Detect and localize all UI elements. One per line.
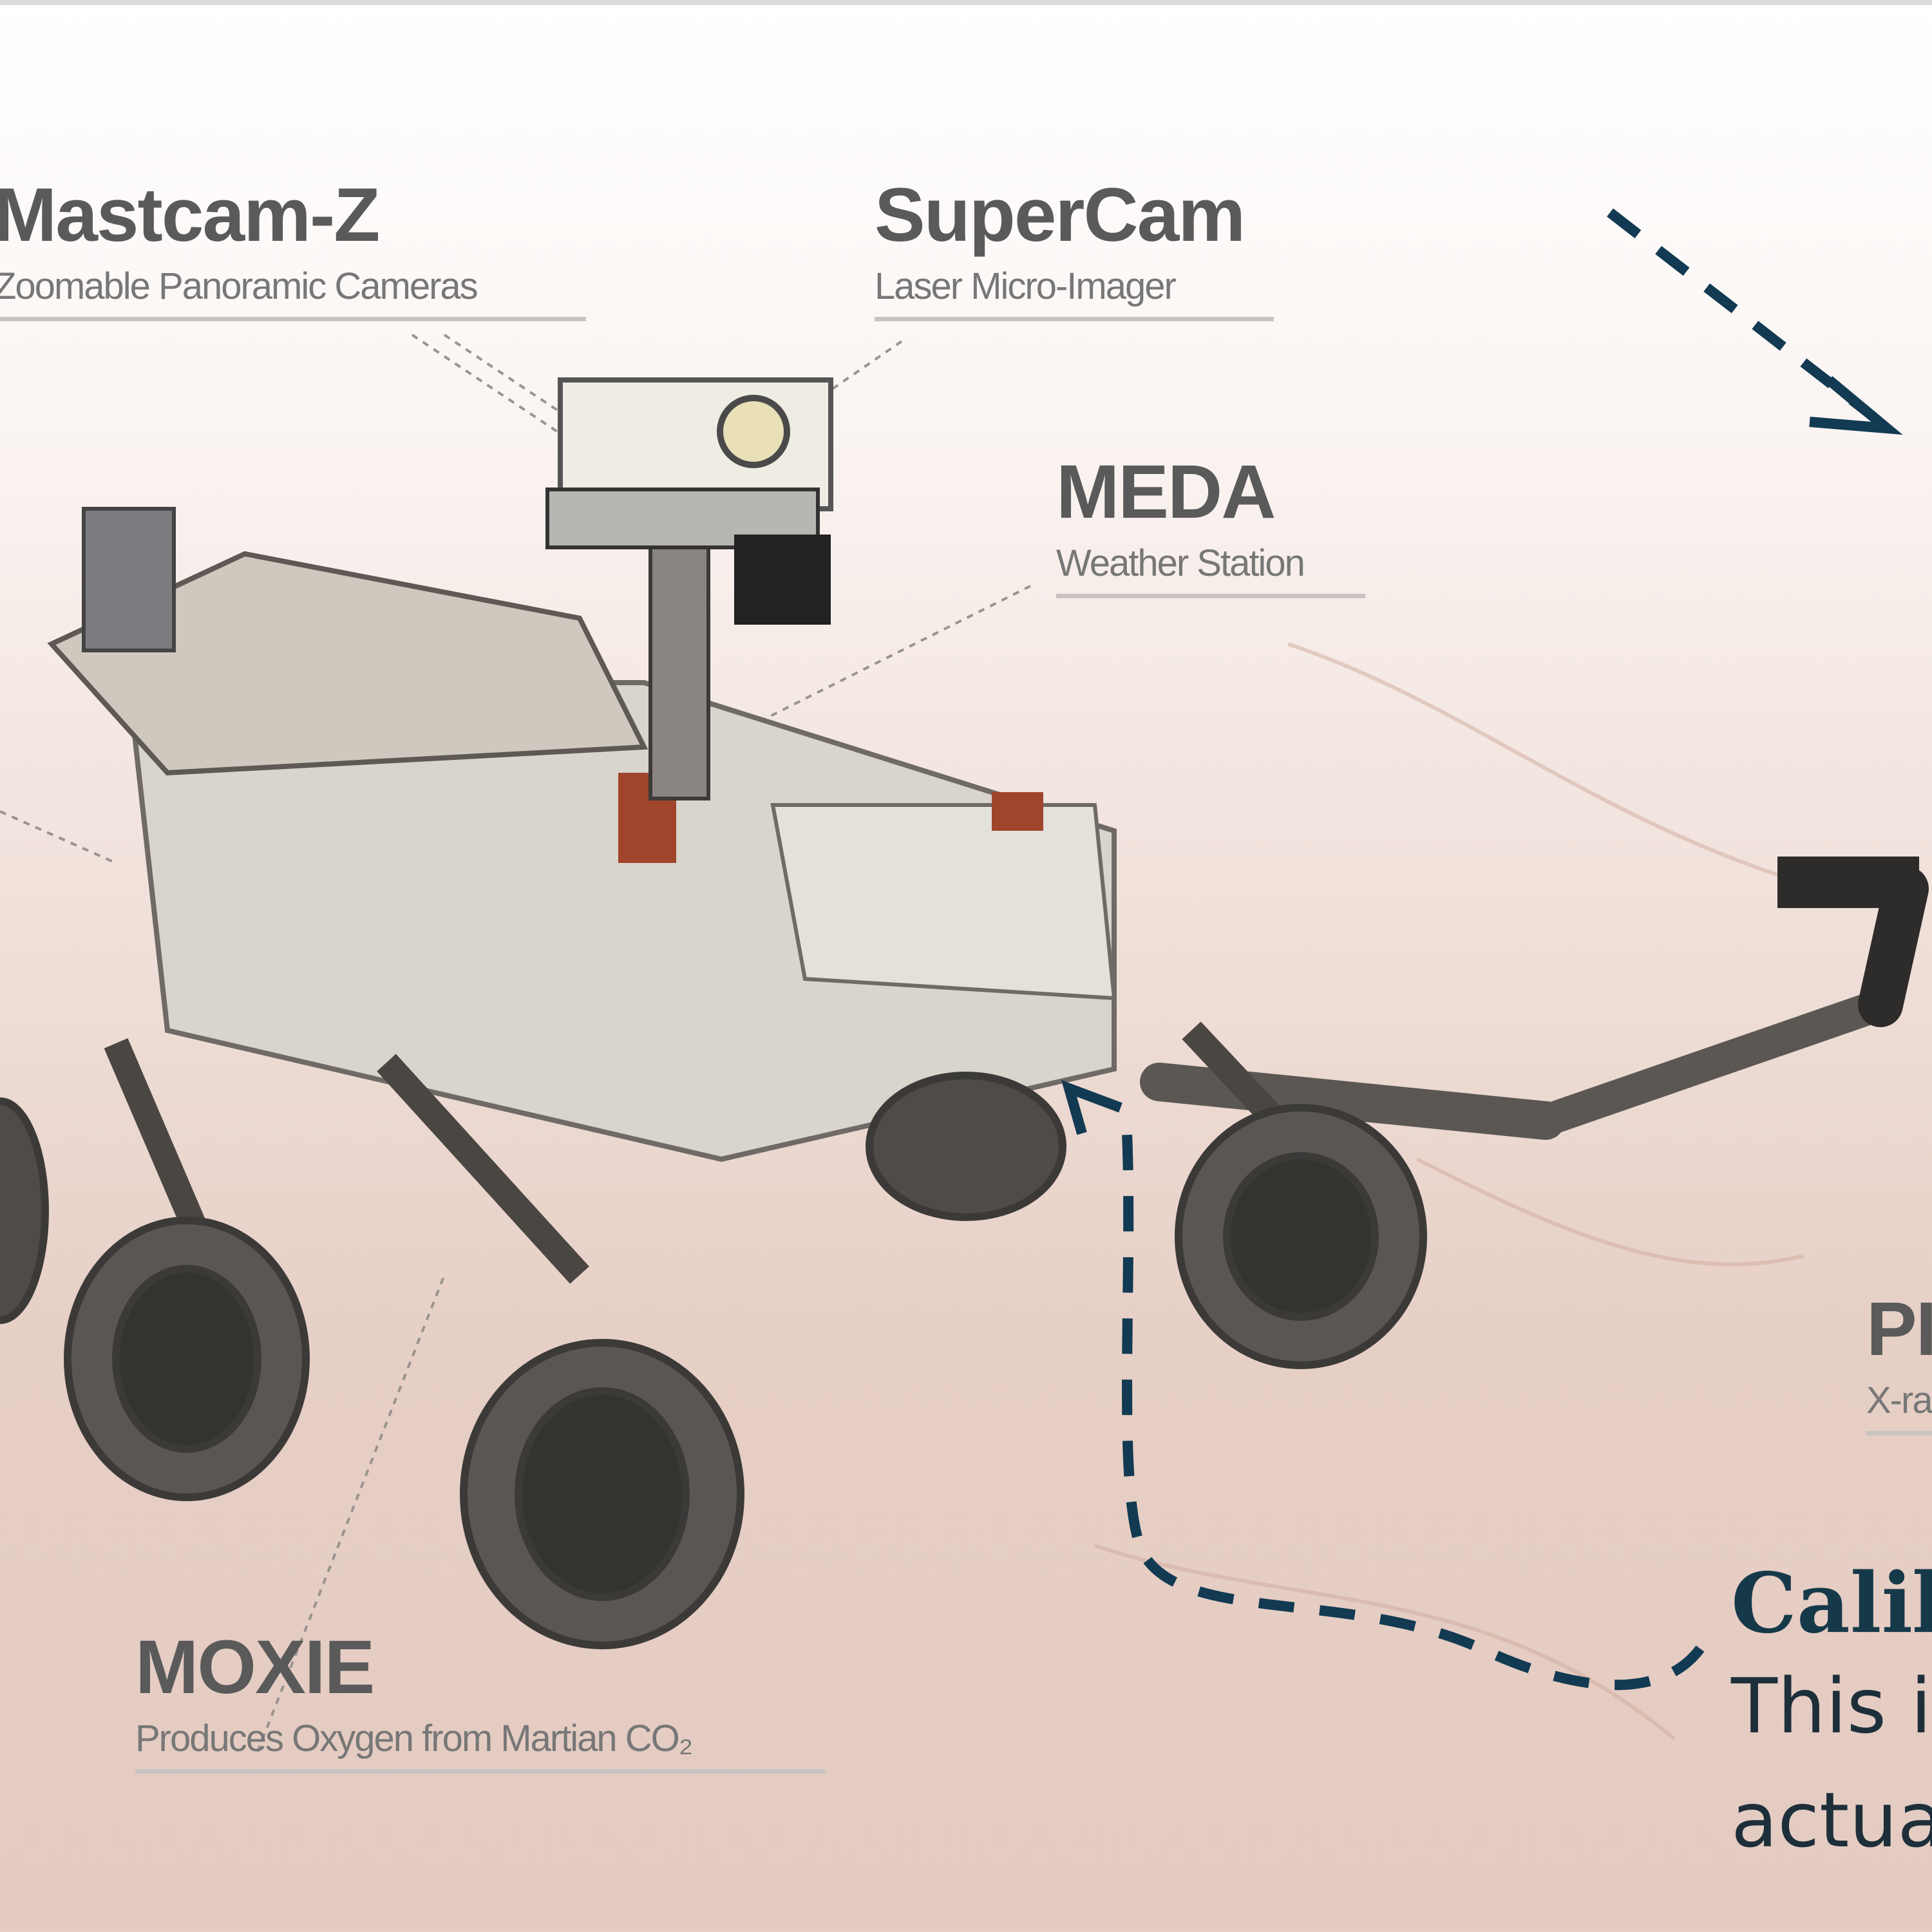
label-moxie: MOXIE Produces Oxygen from Martian CO₂ [135,1629,826,1774]
arrowhead-top-right [1809,375,1903,435]
label-title: MEDA [1056,450,1276,535]
label-subtitle: Weather Station [1056,542,1365,598]
callout-line-2: actual [1731,1775,1932,1864]
rover-wheels [0,1021,1427,1649]
label-title: Mastcam-Z [0,173,380,258]
label-supercam: SuperCam Laser Micro-Imager [875,177,1274,321]
rover-body [47,507,1117,1162]
dashed-arrow-top-right [1607,208,1871,417]
callout-line-1: This is [1731,1661,1932,1750]
label-title: PI [1866,1287,1932,1372]
terrain-texture [1094,642,1868,1741]
dashed-arrow-calibration [1122,1133,1705,1690]
rover-mast [545,377,833,800]
label-title: MOXIE [135,1625,375,1710]
label-meda: MEDA Weather Station [1056,454,1365,598]
label-mastcam-z: Mastcam-Z Zoomable Panoramic Cameras [0,177,586,321]
arrowhead-calibration [1061,1079,1122,1135]
label-subtitle: Zoomable Panoramic Cameras [0,265,586,321]
label-title: SuperCam [875,173,1245,258]
callout-heading: Calib [1731,1555,1932,1652]
calibration-callout: Calib This is actual [1731,1558,1932,1877]
label-pixl: PI X-ra [1866,1291,1932,1435]
label-subtitle: X-ra [1866,1379,1932,1435]
top-border [0,0,1932,5]
rover-arm [1140,857,1929,1140]
label-subtitle: Produces Oxygen from Martian CO₂ [135,1717,826,1774]
label-subtitle: Laser Micro-Imager [875,265,1274,321]
